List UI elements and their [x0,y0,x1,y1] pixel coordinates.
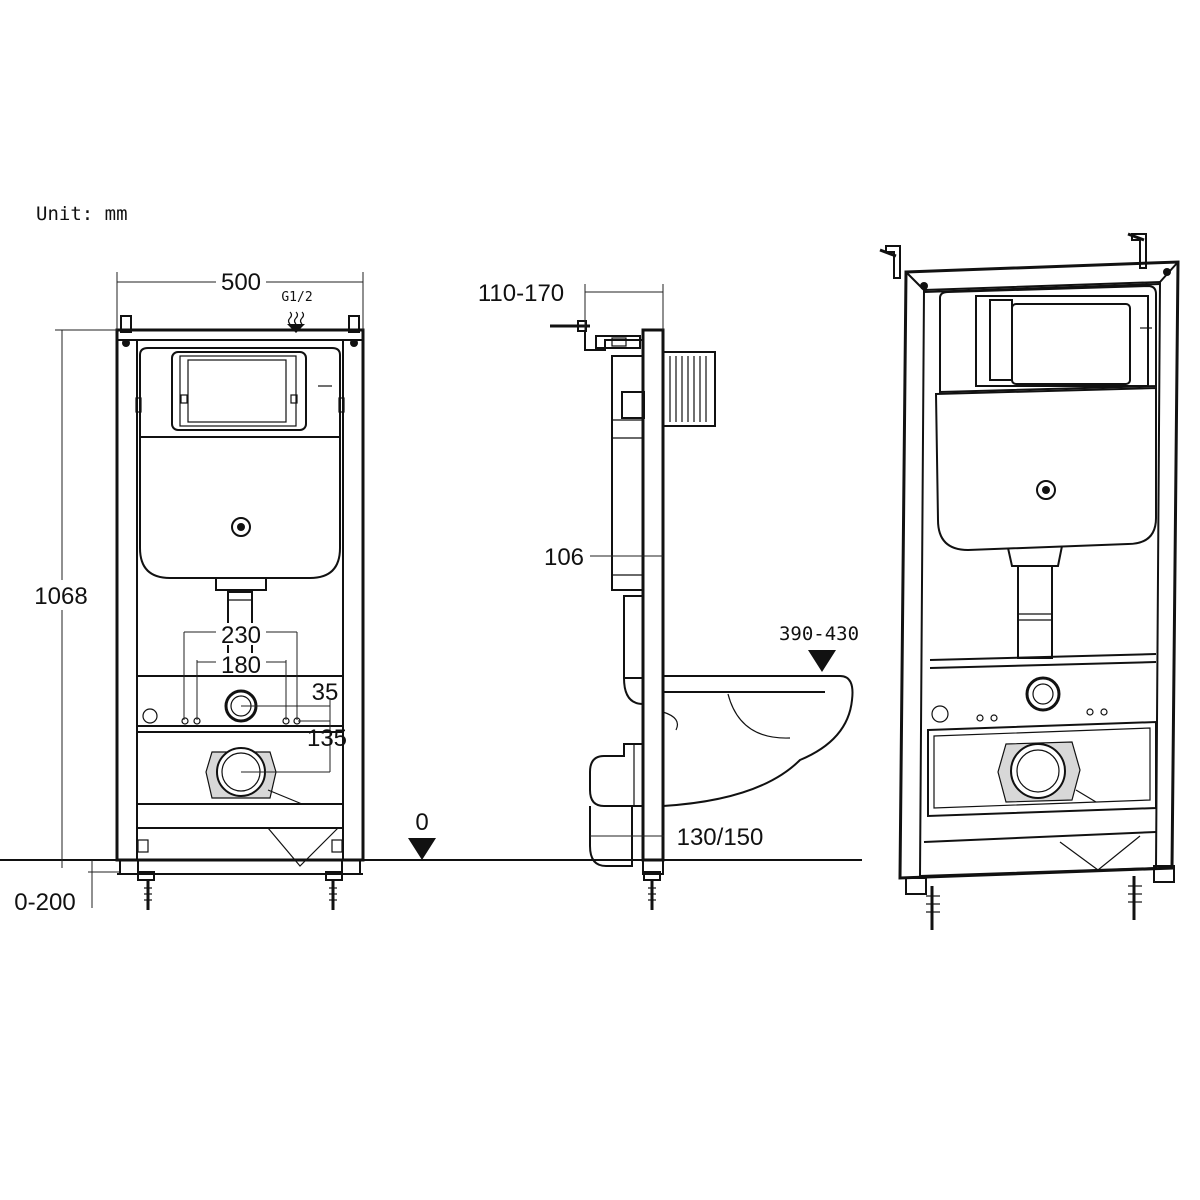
adjustable-foot-icon [137,871,155,910]
perspective-waste-connector-icon [997,741,1081,803]
offset-135-label: 135 [307,725,347,752]
adjustable-foot-icon [643,871,661,910]
front-frame [115,328,365,862]
mount-hole-icon [122,339,130,347]
waste-connector-icon [205,747,277,799]
flush-opening [171,351,307,431]
outlet-height-label: 130/150 [677,824,764,851]
width-label: 500 [221,269,261,296]
spacing-inner-label: 180 [221,652,261,679]
frame-depth-label: 106 [544,544,584,571]
side-view: 110-170 106 390-430 0 130/150 [408,280,859,910]
adjustable-foot-icon [1128,876,1142,920]
cistern-tank [139,347,341,579]
perspective-tank [934,386,1157,552]
offset-35-label: 35 [312,679,339,706]
unit-label: Unit: mm [36,203,128,225]
flush-plate-side [662,351,716,427]
waste-box [136,731,344,805]
spacing-outer-label: 230 [221,622,261,649]
wall-hung-bowl [662,675,854,807]
side-cistern [611,355,644,591]
side-frame [641,328,665,862]
water-inlet-arrow-icon [287,311,305,333]
level-marker-icon [408,838,436,860]
floor-level-label: 0 [415,809,428,836]
bowl-height-label: 390-430 [779,623,859,645]
depth-label: 110-170 [478,280,564,307]
drain-plug-icon [231,517,251,537]
perspective-view [879,232,1180,930]
perspective-flush-opening [975,295,1149,387]
adjust-label: 0-200 [14,889,75,916]
mount-hole-icon [1163,268,1171,276]
adjustable-foot-icon [926,886,940,930]
level-marker-icon [808,650,836,672]
adjustable-foot-icon [325,871,343,910]
perspective-frame [898,260,1180,880]
perspective-water-supply-icon [1025,676,1061,712]
inlet-label: G1/2 [281,290,312,305]
mount-hole-icon [920,282,928,290]
front-view: 500 G1/2 1068 230 180 35 135 0-200 [14,268,365,916]
height-label: 1068 [34,583,87,610]
mount-hole-icon [350,339,358,347]
